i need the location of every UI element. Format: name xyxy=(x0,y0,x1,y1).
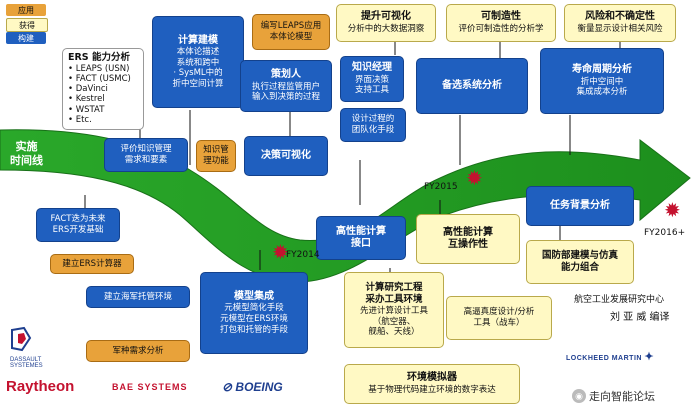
lifecycle-title: 寿命周期分析 xyxy=(572,64,632,76)
legend-build: 构建 xyxy=(6,32,46,44)
compute-modeling-body: 本体论描述 系统和跨中 · SysML中的 折中空间计算 xyxy=(172,47,224,89)
lockheed-logo: LOCKHEED MARTIN ✦ xyxy=(566,350,654,363)
ers-title: ERS 能力分析 xyxy=(68,52,130,63)
hifi-design-box: 高逼真度设计/分析 工具（战车） xyxy=(446,296,552,340)
lockheed-text: LOCKHEED MARTIN xyxy=(566,355,642,362)
dassault-logo: DASSAULT SYSTEMES xyxy=(10,326,70,369)
compute-modeling-box: 计算建模 本体论描述 系统和跨中 · SysML中的 折中空间计算 xyxy=(152,16,244,108)
hpc-interop-box: 高性能计算 互操作性 xyxy=(416,214,520,264)
watermark: ◉ 走向智能论坛 xyxy=(572,388,655,404)
model-integration-box: 模型集成 元模型简化手段 元模型在ERS环境 打包和托管的手段 xyxy=(200,272,308,354)
tool-env-title: 计算研究工程 采办工具环境 xyxy=(365,282,423,306)
defense-modeling-box: 国防部建模与仿真 能力组合 xyxy=(526,240,634,284)
lifecycle-box: 寿命周期分析 折中空间中 集成成本分析 xyxy=(540,48,664,114)
visualization-title: 提升可视化 xyxy=(361,11,411,23)
decision-visualization-box: 决策可视化 xyxy=(244,136,328,176)
env-simulator-title: 环境模拟器 xyxy=(407,372,457,384)
eval-knowledge-box: 评价知识管理 需求和要素 xyxy=(104,138,188,172)
ers-item: • WSTAT xyxy=(68,104,105,115)
alternative-system-box: 备选系统分析 xyxy=(416,58,528,114)
bae-logo: BAE SYSTEMS xyxy=(112,382,188,392)
compute-modeling-title: 计算建模 xyxy=(178,34,218,46)
ers-capability-box: ERS 能力分析 • LEAPS (USN) • FACT (USMC) • D… xyxy=(62,48,144,130)
legend-obtain: 获得 xyxy=(6,18,48,32)
risk-title: 风险和不确定性 xyxy=(585,11,655,23)
planner-box: 策划人 执行过程监管用户 输入到决策的过程 xyxy=(240,60,332,112)
milestone-fy2014: FY2014 xyxy=(286,250,320,260)
lockheed-star-icon: ✦ xyxy=(644,351,655,363)
milestone-fy2016: FY2016+ xyxy=(644,228,686,238)
ers-item: • LEAPS (USN) xyxy=(68,63,130,74)
design-team-box: 设计过程的 团队化手段 xyxy=(340,108,406,142)
timeline-label-line1: 实施 xyxy=(15,140,38,153)
knowledge-manager-body: 界面决策 支持工具 xyxy=(354,74,389,96)
planner-body: 执行过程监管用户 输入到决策的过程 xyxy=(251,81,320,103)
dassault-mark-icon xyxy=(11,326,32,352)
tool-env-box: 计算研究工程 采办工具环境 先进计算设计工具 （航空器、 舰船、天线） xyxy=(344,272,444,348)
visualization-body: 分析中的大数据洞察 xyxy=(347,23,425,34)
knowledge-manager-title: 知识经理 xyxy=(352,62,392,74)
knowledge-function-box: 知识管 理功能 xyxy=(196,140,236,172)
milestone-star-icon: ✹ xyxy=(664,198,681,222)
manufacturability-box: 可制造性 评价可制造性的分析学 xyxy=(446,4,556,42)
build-ers-box: 建立ERS计算器 xyxy=(50,254,134,274)
milestone-star-icon: ✹ xyxy=(466,166,483,190)
timeline-label-line2: 时间线 xyxy=(10,154,43,168)
ers-item: • Kestrel xyxy=(68,94,105,105)
knowledge-manager-box: 知识经理 界面决策 支持工具 xyxy=(340,56,404,102)
model-integration-body: 元模型简化手段 元模型在ERS环境 打包和托管的手段 xyxy=(219,303,288,335)
wechat-icon: ◉ xyxy=(572,389,586,403)
credit-org: 航空工业发展研究中心 xyxy=(574,295,665,305)
model-integration-title: 模型集成 xyxy=(234,290,274,302)
ers-item: • FACT (USMC) xyxy=(68,74,131,85)
leaps-app-box: 编写LEAPS应用 本体论模型 xyxy=(252,14,330,50)
timeline-label: 实施 时间线 xyxy=(10,140,43,169)
dassault-text: DASSAULT SYSTEMES xyxy=(10,357,43,369)
risk-body: 衡量显示设计相关风险 xyxy=(577,23,663,34)
tool-env-body: 先进计算设计工具 （航空器、 舰船、天线） xyxy=(359,305,428,338)
watermark-text: 走向智能论坛 xyxy=(589,391,655,403)
legend-apply: 应用 xyxy=(6,4,46,16)
milestone-fy2015: FY2015 xyxy=(424,182,458,192)
hpc-interface-box: 高性能计算 接口 xyxy=(316,216,406,260)
raytheon-logo: Raytheon xyxy=(6,378,75,395)
lifecycle-body: 折中空间中 集成成本分析 xyxy=(576,76,628,98)
ers-item: • DaVinci xyxy=(68,84,108,95)
ers-item: • Etc. xyxy=(68,114,92,125)
ers-items: • LEAPS (USN) • FACT (USMC) • DaVinci • … xyxy=(68,64,131,125)
manufacturability-title: 可制造性 xyxy=(481,11,521,23)
visualization-box: 提升可视化 分析中的大数据洞察 xyxy=(336,4,436,42)
fact-ers-box: FACT迭为未来 ERS开发基础 xyxy=(36,208,120,242)
milestone-star-icon: ✹ xyxy=(272,240,289,264)
risk-box: 风险和不确定性 衡量显示设计相关风险 xyxy=(564,4,676,42)
mission-background-box: 任务背景分析 xyxy=(526,186,634,226)
vehicle-req-box: 军种需求分析 xyxy=(86,340,190,362)
boeing-logo: ⊘ BOEING xyxy=(222,380,283,394)
env-simulator-box: 环境模拟器 基于物理代码建立环境的数字表达 xyxy=(344,364,520,404)
credit-author: 刘 亚 威 编译 xyxy=(610,312,670,323)
planner-title: 策划人 xyxy=(271,69,301,81)
env-simulator-body: 基于物理代码建立环境的数字表达 xyxy=(368,384,496,395)
manufacturability-body: 评价可制造性的分析学 xyxy=(458,23,544,34)
boeing-text: BOEING xyxy=(235,380,283,394)
boeing-mark-icon: ⊘ xyxy=(222,380,233,394)
naval-env-box: 建立海军托管环境 xyxy=(86,286,190,308)
